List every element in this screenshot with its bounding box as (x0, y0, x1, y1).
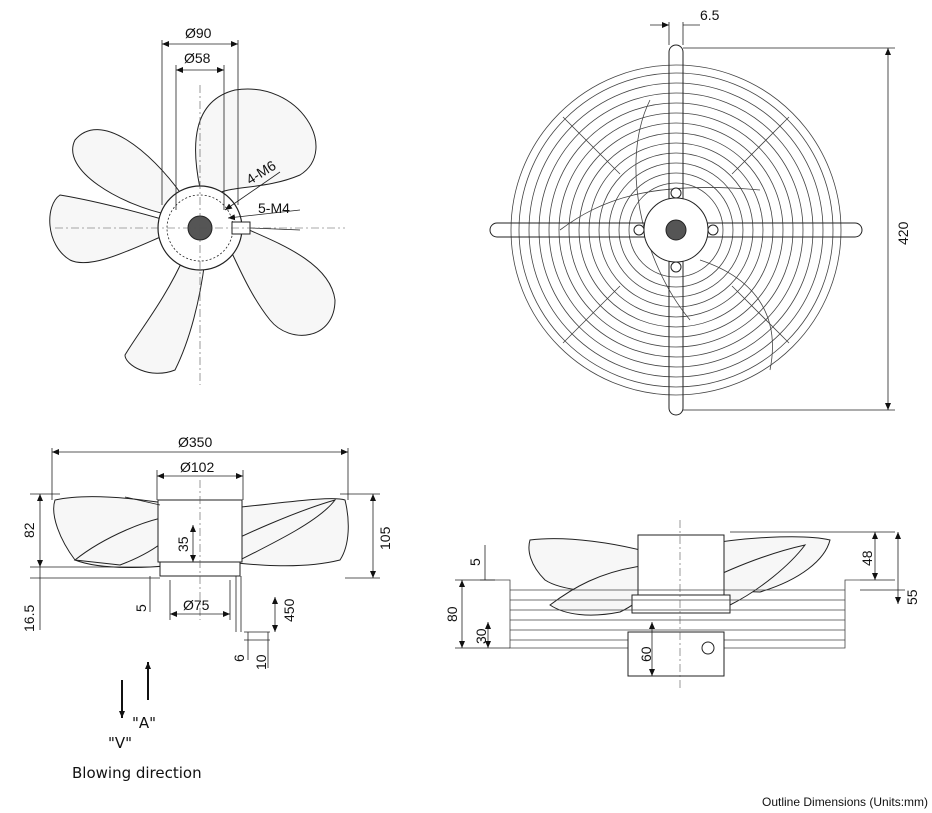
guard-side-view: 5 80 30 60 48 55 (444, 520, 920, 690)
guard-base (631, 594, 731, 614)
dim-d90: Ø90 (185, 25, 212, 41)
dim-16-5: 16.5 (21, 605, 37, 632)
blowing-direction-label: Blowing direction (72, 764, 202, 782)
dim-gs-30: 30 (473, 628, 489, 644)
caption: Outline Dimensions (Units:mm) (762, 795, 928, 809)
dim-5: 5 (133, 604, 149, 612)
dim-6: 6 (231, 654, 247, 662)
dim-d75: Ø75 (183, 597, 210, 613)
dim-6-5: 6.5 (700, 7, 720, 23)
label-v: "V" (108, 734, 132, 752)
dim-gs-80: 80 (444, 606, 460, 622)
front-view: Ø90 Ø58 4-M6 5-M4 (49, 25, 345, 385)
dim-d350: Ø350 (178, 434, 212, 450)
blowing-direction: "A" "V" Blowing direction (72, 662, 202, 782)
dim-d58: Ø58 (184, 50, 211, 66)
guard-view: 6.5 420 (489, 7, 911, 416)
dim-35: 35 (175, 536, 191, 552)
guard-motor (637, 534, 725, 596)
dim-82: 82 (21, 522, 37, 538)
dim-gs-48: 48 (859, 550, 875, 566)
dim-10: 10 (253, 654, 269, 670)
side-view: Ø350 Ø102 82 105 35 16.5 5 Ø75 450 (21, 434, 393, 670)
dim-420: 420 (895, 221, 911, 245)
dim-450: 450 (281, 598, 297, 622)
label-5m4: 5-M4 (258, 200, 290, 216)
dim-105: 105 (377, 526, 393, 550)
dim-gs-55: 55 (904, 589, 920, 605)
dim-gs-5: 5 (467, 558, 483, 566)
impeller-blades (49, 88, 336, 374)
dim-d102: Ø102 (180, 459, 214, 475)
label-a: "A" (132, 714, 156, 732)
dim-gs-60: 60 (638, 646, 654, 662)
guard-rings (510, 64, 842, 396)
